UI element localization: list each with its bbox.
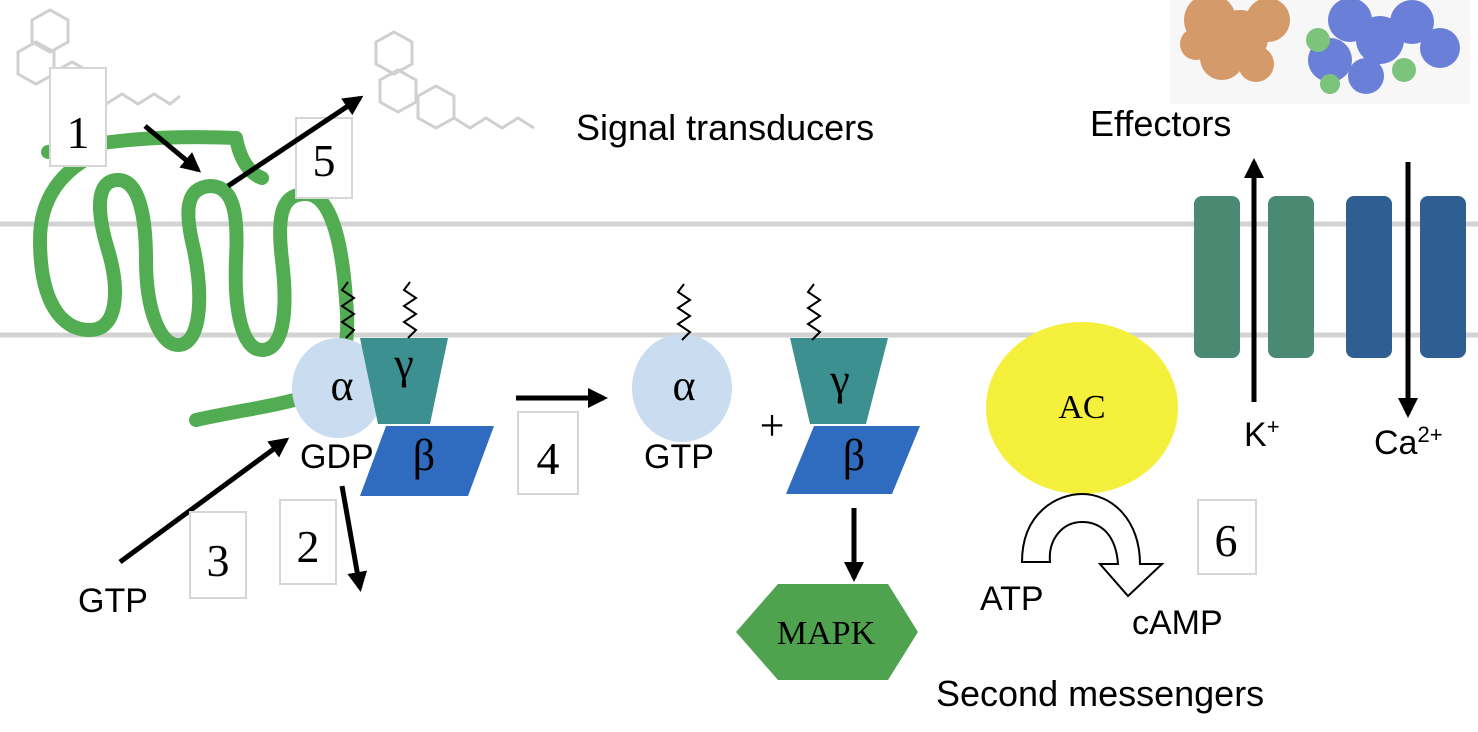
free-gamma-subunit — [790, 338, 888, 424]
potassium-symbol: K — [1244, 416, 1267, 454]
signal-transducers-heading: Signal transducers — [576, 107, 874, 148]
free-alpha-lipid-anchor — [676, 283, 692, 341]
free-gamma-label: γ — [829, 355, 849, 404]
k-channel-left-subunit — [1194, 196, 1240, 358]
mapk-label: MAPK — [777, 615, 876, 652]
k-channel-right-subunit — [1268, 196, 1314, 358]
mapk-hexagon — [736, 584, 918, 680]
orange-protein-structure — [1180, 0, 1290, 82]
step-2-box — [279, 499, 337, 585]
ac-label: AC — [1058, 389, 1105, 426]
free-alpha-subunit — [632, 334, 732, 442]
calcium-symbol: Ca — [1374, 424, 1418, 462]
atp-to-camp-conversion-arrow — [1020, 492, 1165, 598]
blue-green-protein-structure — [1306, 0, 1460, 94]
atp-label: ATP — [980, 580, 1044, 618]
step-1-number: 1 — [67, 107, 90, 158]
calcium-ion-label: Ca2+ — [1374, 422, 1443, 462]
step-3-box — [189, 511, 247, 599]
beta-subunit — [360, 426, 494, 496]
beta-gamma-dimer: γ β — [786, 283, 920, 494]
potassium-ion-label: K+ — [1244, 414, 1280, 454]
calcium-charge: 2+ — [1417, 422, 1442, 447]
beta-label: β — [413, 431, 435, 480]
gamma-label: γ — [393, 339, 413, 388]
g-protein-heterotrimer: α γ β GDP — [292, 281, 494, 496]
gdp-release-arrow — [339, 485, 368, 592]
ca-channel-right-subunit — [1420, 196, 1466, 358]
step-6-number: 6 — [1215, 515, 1238, 566]
effectors-heading: Effectors — [1090, 103, 1231, 144]
step-1-box — [49, 67, 107, 167]
step-2-number: 2 — [297, 521, 320, 572]
step-5-number: 5 — [313, 135, 336, 186]
step-4-box — [517, 411, 579, 495]
second-messengers-heading: Second messengers — [936, 673, 1264, 714]
gamma-subunit — [360, 338, 448, 424]
alpha-lipid-anchor — [340, 281, 356, 339]
adenylyl-cyclase — [986, 322, 1178, 494]
plus-sign: + — [760, 401, 785, 450]
alpha-gtp-subunit: α GTP — [632, 283, 732, 476]
gdp-label: GDP — [300, 438, 374, 476]
step-5-box — [295, 117, 353, 199]
gtp-entry-arrow — [118, 437, 290, 565]
camp-label: cAMP — [1132, 604, 1223, 642]
alpha-subunit — [292, 338, 384, 438]
ligand-binding-arrow — [143, 124, 202, 173]
gamma-lipid-anchor — [402, 281, 418, 339]
ligand-release-arrow — [226, 95, 364, 189]
gtp-bound-label: GTP — [644, 438, 714, 476]
step-4-number: 4 — [537, 433, 560, 484]
protein-structure-images — [1170, 0, 1470, 104]
potassium-charge: + — [1267, 414, 1280, 439]
free-alpha-label: α — [672, 361, 695, 410]
calcium-channel: Ca2+ — [1346, 162, 1466, 462]
free-beta-label: β — [843, 431, 865, 480]
step-6-box — [1197, 499, 1257, 575]
ligand-molecule-2 — [374, 30, 535, 130]
potassium-channel: K+ — [1194, 158, 1314, 454]
step-3-number: 3 — [207, 535, 230, 586]
free-gamma-lipid-anchor — [806, 283, 822, 341]
ca-channel-left-subunit — [1346, 196, 1392, 358]
gtp-input-label: GTP — [78, 582, 148, 620]
free-beta-subunit — [786, 426, 920, 494]
alpha-label: α — [330, 361, 353, 410]
